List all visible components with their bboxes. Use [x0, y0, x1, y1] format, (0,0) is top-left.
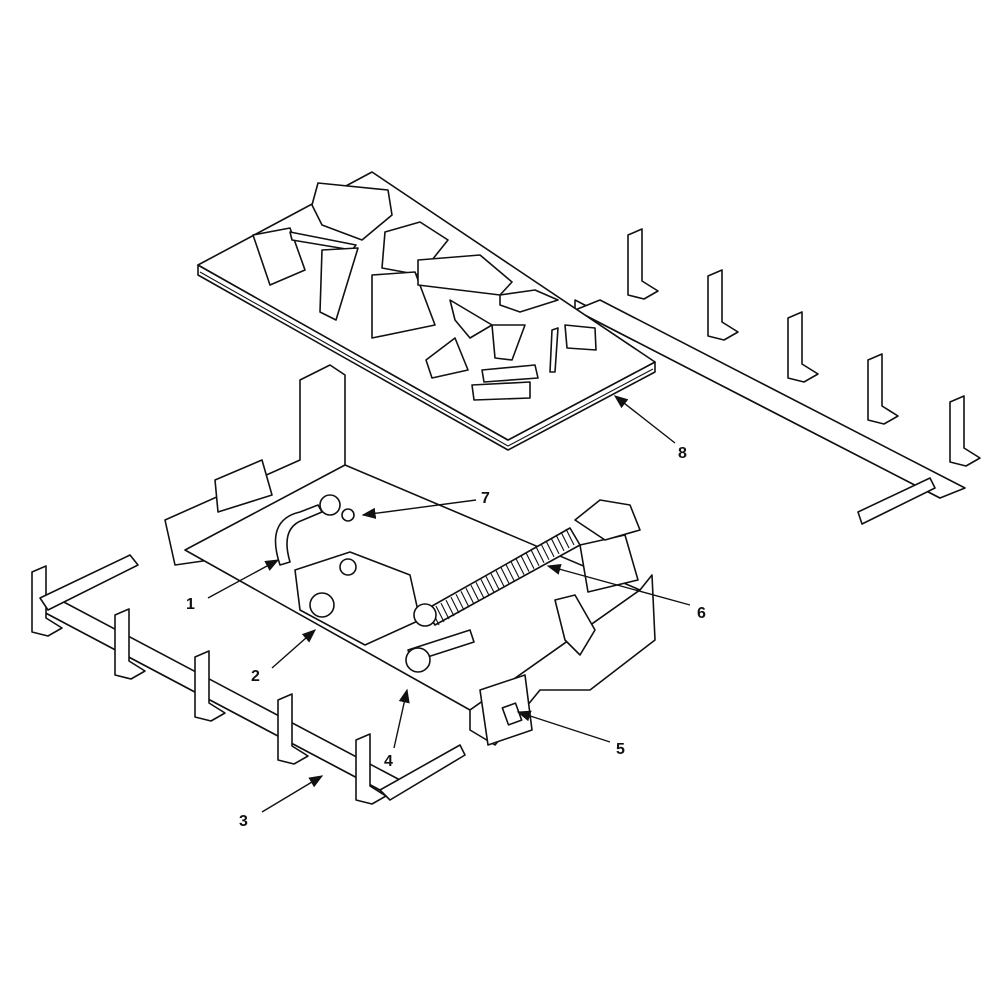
callout-6: 6 [697, 605, 706, 622]
grate-upright [114, 608, 146, 680]
grate-upright [707, 269, 739, 341]
grate-upright [355, 733, 387, 805]
flex-line-rib [535, 546, 545, 564]
flex-line-rib [475, 582, 485, 599]
flex-line-rib [450, 596, 460, 614]
grate-upright [194, 650, 226, 722]
grate-upright [277, 693, 309, 765]
log-pieces [252, 182, 597, 401]
flex-line-rib [460, 590, 470, 608]
callouts: 1 2 3 4 5 6 7 8 [186, 395, 706, 830]
log-tray [197, 171, 656, 451]
grate-upright [867, 353, 899, 425]
flex-line-rib [540, 543, 550, 561]
left-grate [31, 554, 466, 805]
callout-2: 2 [251, 668, 260, 685]
flex-line-rib [465, 588, 475, 605]
flex-line-rib [565, 528, 575, 546]
flex-line-rib [525, 552, 535, 569]
callout-1: 1 [186, 596, 195, 613]
gas-valve-assembly [274, 494, 641, 673]
flex-line-rib [455, 593, 465, 611]
flex-line-rib [530, 549, 540, 566]
flex-line-rib [440, 602, 450, 620]
flex-line-rib [480, 579, 490, 596]
flex-line-rib [515, 558, 525, 575]
flex-line-rib [560, 531, 570, 549]
callout-8: 8 [678, 445, 687, 462]
grate-upright [627, 228, 659, 300]
flex-line-rib [470, 585, 480, 602]
flex-line-rib [490, 573, 500, 590]
callout-4: 4 [384, 753, 393, 770]
burner-chassis [164, 364, 656, 746]
flex-line-rib [485, 576, 495, 593]
flex-line-rib [510, 561, 520, 578]
flex-line-rib [500, 567, 510, 584]
grate-upright [31, 565, 63, 637]
callout-3: 3 [239, 813, 248, 830]
flex-line-rib [550, 537, 560, 555]
flex-line-rib [445, 599, 455, 617]
grate-upright [949, 395, 981, 467]
callout-7: 7 [481, 490, 490, 507]
flex-line-rib [545, 540, 555, 558]
flex-line-rib [495, 570, 505, 587]
flex-line-rib [555, 534, 565, 552]
flex-line-rib [520, 555, 530, 572]
right-grate [574, 228, 981, 525]
grate-upright [787, 311, 819, 383]
flex-line-rib [505, 564, 515, 581]
flex-line-rib [435, 605, 445, 623]
callout-5: 5 [616, 741, 625, 758]
